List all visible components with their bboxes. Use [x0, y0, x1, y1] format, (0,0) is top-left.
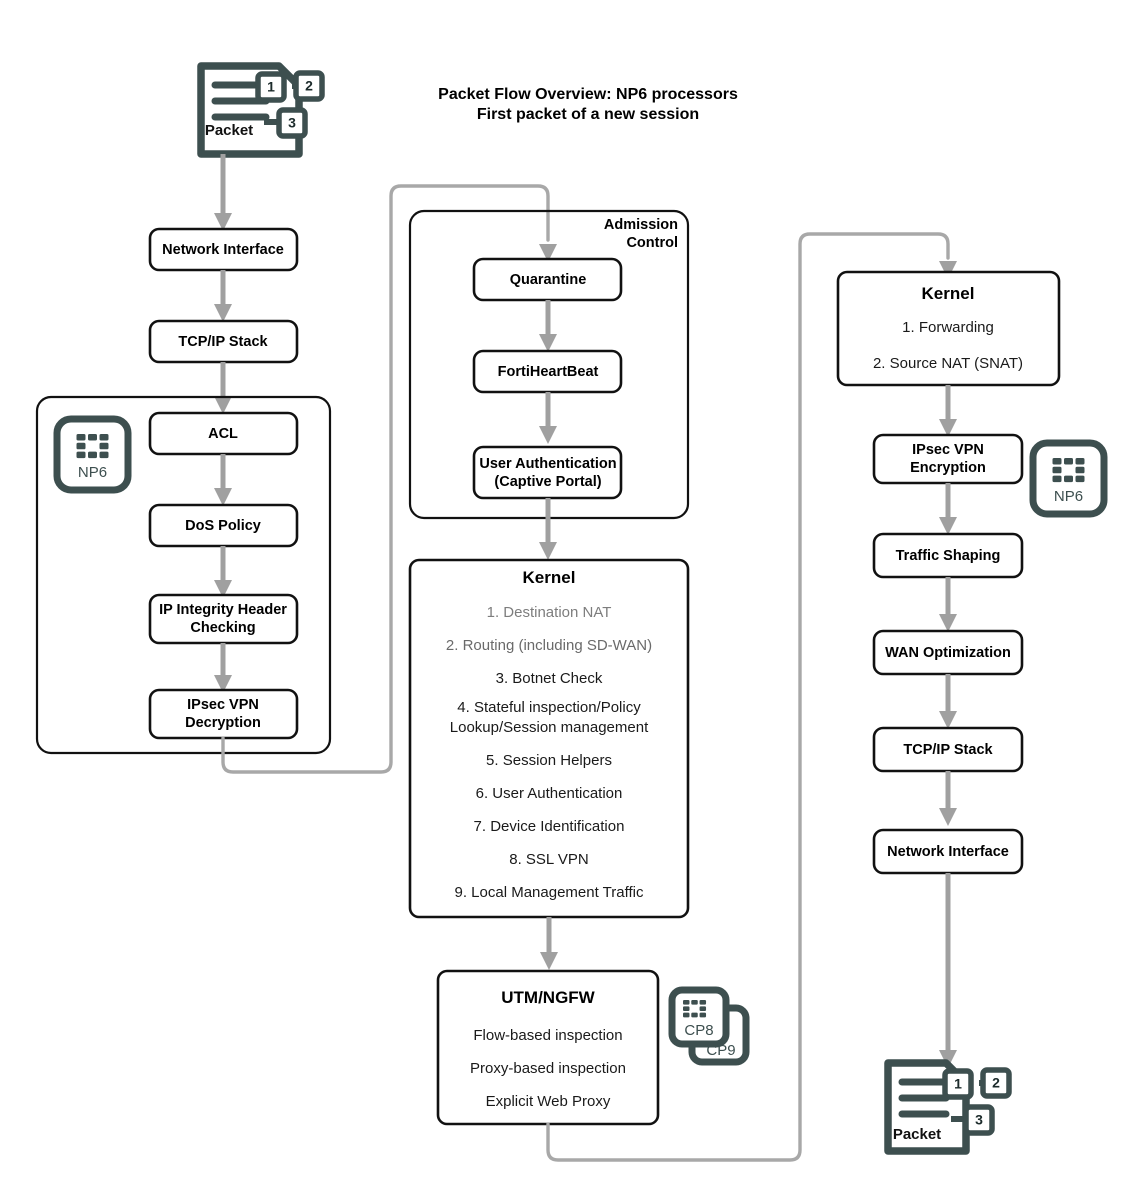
box-wan-optimization-label: WAN Optimization — [885, 645, 1011, 661]
diagram-title-line1: Packet Flow Overview: NP6 processors — [438, 86, 738, 103]
utm-item-flow-based: Flow-based inspection — [473, 1027, 622, 1044]
kernel-center-heading: Kernel — [523, 568, 576, 587]
box-tcpip-stack-out-label: TCP/IP Stack — [903, 742, 993, 758]
np6-offload-group-left — [35, 395, 332, 755]
box-dos-policy-label: DoS Policy — [185, 518, 261, 534]
kernel-right-item-snat: 2. Source NAT (SNAT) — [873, 355, 1023, 372]
packet-badge-2 — [980, 1067, 1012, 1099]
kernel-center-item-9: 9. Local Management Traffic — [455, 884, 644, 901]
np6-chip-left-group: NP6 — [53, 415, 132, 494]
box-ipsec-decrypt-line1: IPsec VPN — [187, 697, 259, 713]
packet-badge-3-label: 3 — [975, 1112, 983, 1128]
arrow-tcpip-to-network-interface-out — [939, 771, 957, 826]
cp8-chip-label: CP8 — [684, 1022, 713, 1039]
packet-in-label: Packet — [205, 122, 253, 139]
box-ip-integrity-line2: Checking — [190, 620, 255, 636]
connector-arrowhead-kernel-right — [939, 261, 957, 279]
packet-out-label: Packet — [893, 1126, 941, 1143]
arrow-fortiheartbeat-to-userauth — [539, 392, 557, 444]
box-user-auth-line1: User Authentication — [479, 456, 616, 472]
box-ip-integrity-line1: IP Integrity Header — [159, 602, 287, 618]
kernel-center-item-4-line2: Lookup/Session management — [450, 719, 649, 736]
kernel-right-item-forwarding: 1. Forwarding — [902, 319, 994, 336]
box-traffic-shaping-label: Traffic Shaping — [896, 548, 1001, 564]
box-network-interface-out-label: Network Interface — [887, 844, 1009, 860]
packet-badge-2 — [293, 70, 325, 102]
packet-badge-2-label: 2 — [992, 1075, 1000, 1091]
arrow-acl-to-dos — [214, 454, 232, 506]
admission-control-label-line2: Control — [626, 235, 678, 251]
diagram-title-line2: First packet of a new session — [477, 106, 699, 123]
kernel-center-item-8: 8. SSL VPN — [509, 851, 588, 868]
arrow-kernelright-to-ipsec-encrypt — [939, 385, 957, 437]
kernel-center-item-7: 7. Device Identification — [474, 818, 625, 835]
connector-utm-to-kernel-right — [546, 232, 950, 1162]
arrow-trafficshaping-to-wanopt — [939, 577, 957, 632]
box-ipsec-decrypt-line2: Decryption — [185, 715, 261, 731]
np6-chip-right-label: NP6 — [1054, 488, 1083, 505]
arrow-ni-to-tcpip — [214, 270, 232, 322]
utm-item-explicit-web-proxy: Explicit Web Proxy — [486, 1093, 611, 1110]
packet-badge-3 — [276, 107, 308, 139]
box-quarantine-label: Quarantine — [510, 272, 587, 288]
kernel-center-item-6: 6. User Authentication — [476, 785, 623, 802]
packet-badge-3 — [963, 1104, 995, 1136]
box-user-authentication-captive-portal — [472, 445, 623, 500]
packet-badge-1 — [255, 71, 287, 103]
kernel-center-item-5: 5. Session Helpers — [486, 752, 612, 769]
box-ipsec-encrypt-line1: IPsec VPN — [912, 442, 984, 458]
packet-in-icon-group: Packet 1 2 3 — [197, 62, 325, 158]
box-user-auth-line2: (Captive Portal) — [494, 474, 601, 490]
arrow-packet-to-network-interface — [214, 154, 232, 231]
arrow-ipintegrity-to-ipsec — [214, 643, 232, 693]
kernel-center-item-1: 1. Destination NAT — [487, 604, 612, 621]
box-tcpip-stack-in-label: TCP/IP Stack — [178, 334, 268, 350]
arrow-kernel-to-utm — [540, 917, 558, 970]
utm-item-proxy-based: Proxy-based inspection — [470, 1060, 626, 1077]
cp8-chip-group: CP8 — [668, 986, 730, 1048]
packet-badge-2-label: 2 — [305, 78, 313, 94]
kernel-center-item-2: 2. Routing (including SD-WAN) — [446, 637, 652, 654]
connector-ipsec-decrypt-to-quarantine — [221, 184, 550, 774]
box-acl-label: ACL — [208, 426, 238, 442]
admission-control-label-line1: Admission — [604, 217, 678, 233]
arrow-quarantine-to-fortiheartbeat — [539, 300, 557, 352]
packet-badge-1-label: 1 — [267, 79, 275, 95]
box-ipsec-encrypt-line2: Encryption — [910, 460, 986, 476]
box-fortiheartbeat-label: FortiHeartBeat — [498, 364, 599, 380]
packet-badge-1 — [942, 1068, 974, 1100]
arrow-wanopt-to-tcpip — [939, 674, 957, 729]
kernel-center-item-3: 3. Botnet Check — [496, 670, 603, 687]
packet-badge-1-label: 1 — [954, 1076, 962, 1092]
connector-arrowhead-quarantine — [539, 244, 557, 262]
arrow-admission-to-kernel — [539, 498, 557, 560]
utm-heading: UTM/NGFW — [501, 988, 595, 1007]
arrow-dos-to-ipintegrity — [214, 546, 232, 598]
box-network-interface-in-label: Network Interface — [162, 242, 284, 258]
packet-badge-3-label: 3 — [288, 115, 296, 131]
kernel-right-heading: Kernel — [922, 284, 975, 303]
np6-chip-left-label: NP6 — [78, 464, 107, 481]
arrow-network-interface-to-packet-out — [939, 873, 957, 1068]
arrow-ipsec-to-traffic-shaping — [939, 483, 957, 535]
arrow-tcpip-to-acl — [214, 362, 232, 414]
packet-out-icon-group: Packet 1 2 3 — [884, 1059, 1012, 1155]
kernel-center-item-4-line1: 4. Stateful inspection/Policy — [457, 699, 641, 716]
np6-chip-right-group: NP6 — [1029, 439, 1108, 518]
